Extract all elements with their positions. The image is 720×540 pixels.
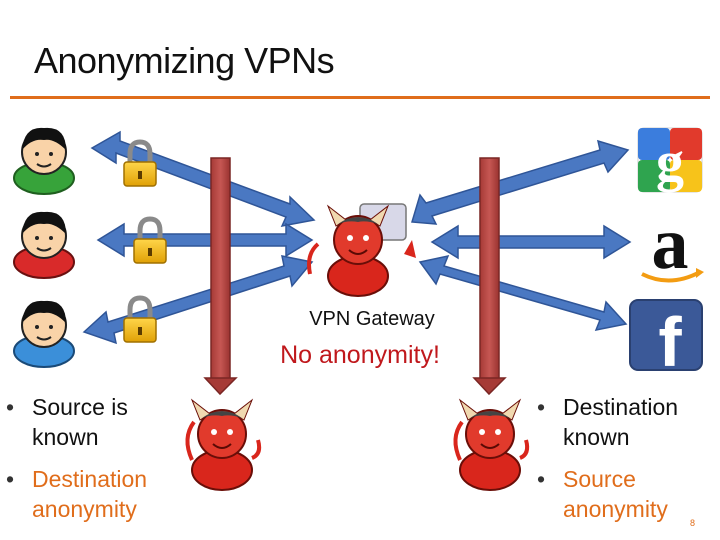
lock-icon — [123, 139, 157, 187]
bullet-source-known: Source is known — [0, 392, 190, 452]
user-blue-icon — [13, 300, 75, 368]
svg-text:g: g — [656, 131, 684, 193]
svg-text:f: f — [658, 303, 682, 381]
arrow-right-middle — [430, 224, 632, 260]
right-eavesdropper-devil-icon — [453, 398, 530, 491]
facebook-logo: f — [629, 299, 703, 381]
title-underline — [10, 96, 710, 99]
lock-icon — [123, 295, 157, 343]
left-bullet-list: Source is known Destination anonymity — [0, 392, 190, 536]
no-anonymity-warning: No anonymity! — [280, 341, 440, 369]
bullet-destination-known: Destination known — [531, 392, 720, 452]
right-bullet-list: Destination known Source anonymity — [531, 392, 720, 536]
slide-title: Anonymizing VPNs — [34, 40, 335, 81]
user-green-icon — [13, 127, 75, 195]
arrow-right-top — [411, 139, 630, 225]
arrow-left-bottom — [82, 255, 314, 345]
google-logo: g — [637, 127, 703, 193]
lock-icon — [133, 216, 167, 264]
user-red-icon — [13, 211, 75, 279]
left-monitoring-bar — [203, 157, 238, 396]
amazon-logo: a — [641, 203, 704, 285]
bullet-source-anonymity: Source anonymity — [531, 464, 720, 524]
bullet-destination-anonymity: Destination anonymity — [0, 464, 190, 524]
arrow-right-bottom — [418, 254, 628, 332]
left-eavesdropper-devil-icon — [185, 398, 262, 491]
page-number: 8 — [690, 518, 696, 528]
svg-text:a: a — [652, 203, 689, 285]
vpn-gateway-devil-icon — [307, 203, 416, 297]
vpn-gateway-label: VPN Gateway — [309, 308, 435, 330]
right-monitoring-bar — [472, 157, 507, 396]
arrow-left-middle — [96, 222, 314, 258]
